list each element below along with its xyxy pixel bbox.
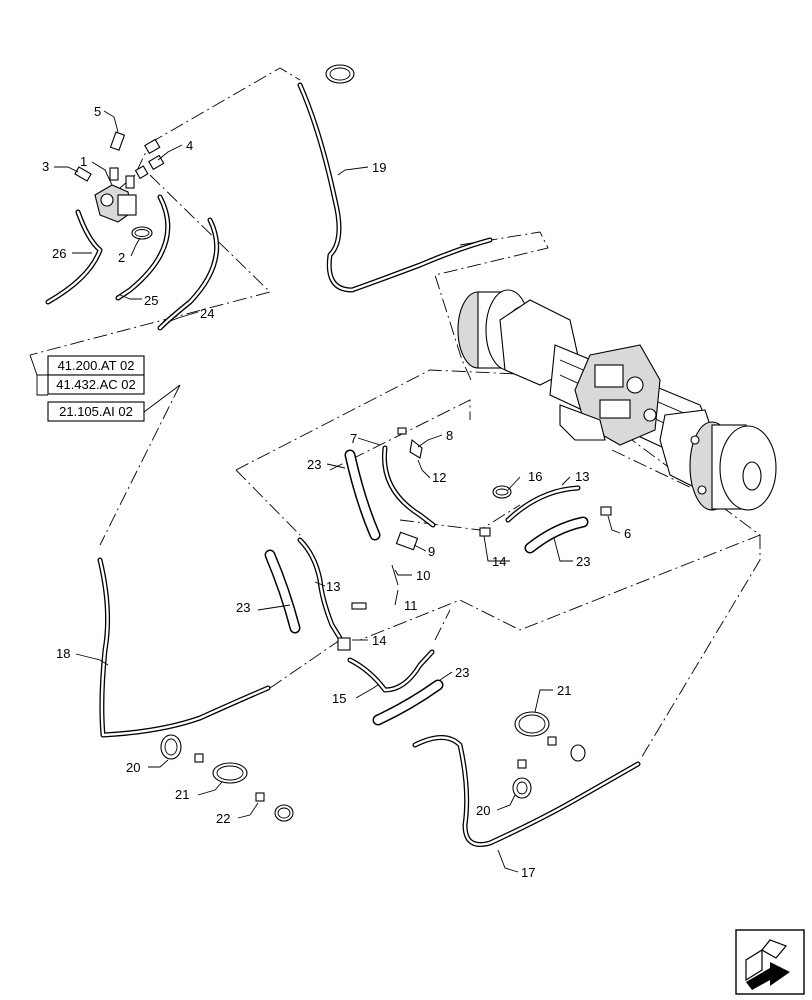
callout-14-b: 14 [372, 633, 386, 648]
next-page-arrow-icon[interactable] [735, 929, 805, 995]
callout-14-a: 14 [492, 554, 506, 569]
reference-box-2 [47, 374, 145, 395]
valve-assembly [74, 131, 165, 240]
callout-13-b: 13 [326, 579, 340, 594]
callout-13-a: 13 [575, 469, 589, 484]
callout-16: 16 [528, 469, 542, 484]
callout-18: 18 [56, 646, 70, 661]
callout-23-c: 23 [236, 600, 250, 615]
callout-4: 4 [186, 138, 193, 153]
callout-10: 10 [416, 568, 430, 583]
callout-9: 9 [428, 544, 435, 559]
callout-5: 5 [94, 104, 101, 119]
callout-2: 2 [118, 250, 125, 265]
callout-17: 17 [521, 865, 535, 880]
reference-boxes: 41.200.AT 02 41.432.AC 02 21.105.AI 02 [29, 354, 181, 422]
callout-21-a: 21 [175, 787, 189, 802]
callout-23-d: 23 [455, 665, 469, 680]
callout-8: 8 [446, 428, 453, 443]
callout-7: 7 [350, 431, 357, 446]
reference-21-105: 21.105.AI 02 [59, 404, 133, 419]
callout-11: 11 [404, 598, 418, 613]
callout-23-b: 23 [576, 554, 590, 569]
callout-20-a: 20 [126, 760, 140, 775]
axle-assembly [457, 289, 777, 511]
callout-1: 1 [80, 154, 87, 169]
callout-26: 26 [52, 246, 66, 261]
hoses [45, 82, 641, 847]
callout-19: 19 [372, 160, 386, 175]
callout-12: 12 [432, 470, 446, 485]
leader-lines [54, 110, 621, 873]
reference-41-432: 41.432.AC 02 [56, 377, 136, 392]
callout-25: 25 [144, 293, 158, 308]
callout-21-b: 21 [557, 683, 571, 698]
callout-22: 22 [216, 811, 230, 826]
callout-6: 6 [624, 526, 631, 541]
callout-labels: 5 1 3 4 2 26 25 24 19 7 8 12 23 9 10 11 … [42, 104, 631, 880]
callout-20-b: 20 [476, 803, 490, 818]
reference-box-3 [47, 401, 145, 422]
callout-23-a: 23 [307, 457, 321, 472]
reference-41-200: 41.200.AT 02 [58, 358, 135, 373]
callout-3: 3 [42, 159, 49, 174]
callout-24: 24 [200, 306, 214, 321]
clamps-and-fittings [160, 64, 612, 822]
callout-15: 15 [332, 691, 346, 706]
